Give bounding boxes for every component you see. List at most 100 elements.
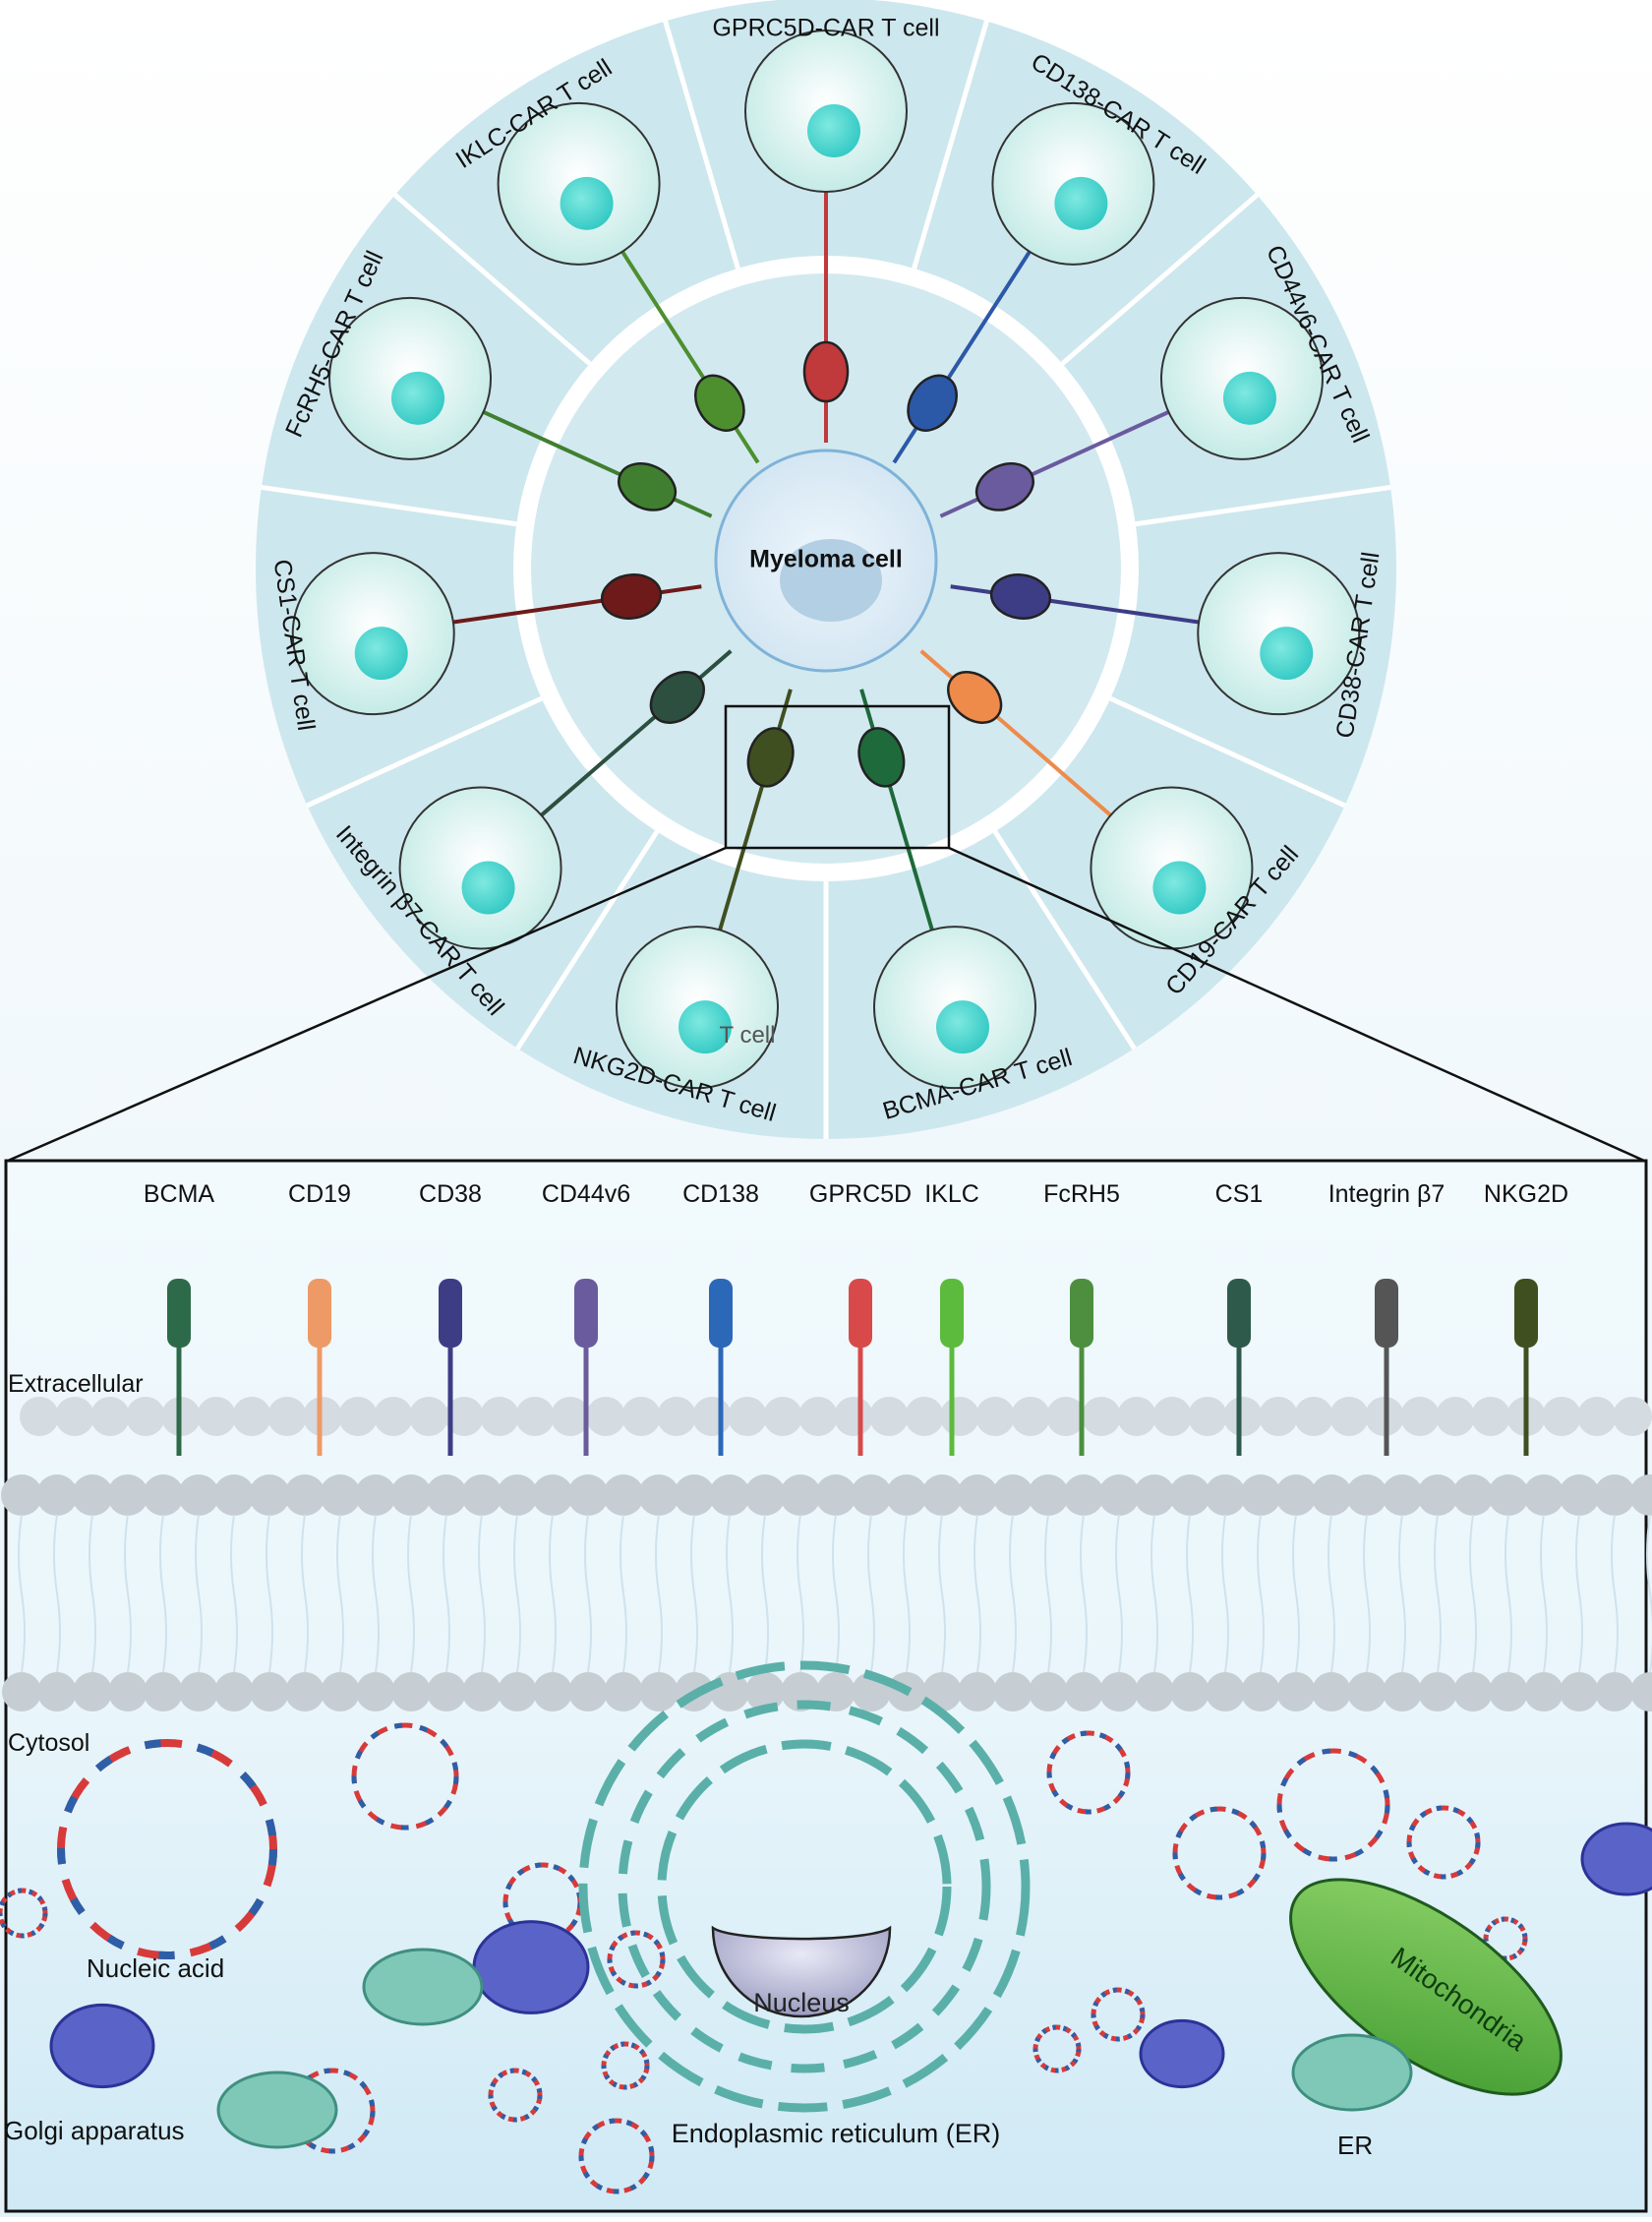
lipid-head bbox=[798, 1397, 838, 1436]
lipid-head bbox=[374, 1397, 413, 1436]
receptor-label: CD19 bbox=[288, 1180, 351, 1208]
receptor: GPRC5D bbox=[809, 1180, 912, 1456]
lipid-head bbox=[603, 1474, 644, 1516]
extracellular-label: Extracellular bbox=[8, 1370, 144, 1398]
cytosol-organelles bbox=[0, 1660, 1652, 2194]
lipid-head bbox=[1294, 1397, 1333, 1436]
golgi-apparatus bbox=[49, 2003, 155, 2089]
t-cell-nucleus bbox=[678, 1000, 732, 1054]
lipid-head bbox=[992, 1474, 1033, 1516]
lipid-head bbox=[355, 1474, 396, 1516]
lipid-head bbox=[728, 1397, 767, 1436]
dna-ring bbox=[1046, 1730, 1131, 1815]
er-short-label: ER bbox=[1337, 2131, 1373, 2160]
receptor-domain bbox=[439, 1279, 462, 1348]
t-cell-nucleus bbox=[1260, 627, 1314, 681]
lipid-tail bbox=[867, 1514, 875, 1673]
lipid-head bbox=[1418, 1672, 1457, 1712]
lipid-head bbox=[975, 1397, 1015, 1436]
lipid-tail bbox=[1646, 1514, 1652, 1673]
lipid-head bbox=[1135, 1672, 1174, 1712]
golgi-apparatus bbox=[472, 1920, 590, 2014]
lipid-tail bbox=[372, 1514, 380, 1673]
dna-ring bbox=[0, 1888, 48, 1939]
antigen-glyph bbox=[974, 462, 1034, 511]
lipid-head bbox=[213, 1474, 255, 1516]
lipid-head bbox=[143, 1474, 184, 1516]
zoom-box bbox=[724, 704, 951, 850]
lipid-head bbox=[1063, 1474, 1104, 1516]
lipid-head bbox=[1559, 1474, 1600, 1516]
zoom-lines bbox=[7, 704, 1645, 1163]
lipid-head bbox=[604, 1672, 643, 1712]
t-cell-nucleus bbox=[936, 1000, 990, 1054]
antigen-glyph bbox=[746, 727, 795, 788]
lipid-head bbox=[940, 1397, 979, 1436]
lipid-tail bbox=[1328, 1514, 1335, 1673]
lipid-tail bbox=[1398, 1514, 1406, 1673]
lipid-head bbox=[957, 1474, 998, 1516]
receptor-label: FcRH5 bbox=[1043, 1180, 1120, 1208]
car-t-segment: Integrin β7-CAR T cell bbox=[330, 649, 733, 1021]
car-t-segment: CD38-CAR T cell bbox=[950, 550, 1385, 740]
er-label: Endoplasmic reticulum (ER) bbox=[672, 2119, 1001, 2148]
lipid-tail bbox=[549, 1514, 557, 1673]
lipid-head bbox=[338, 1397, 378, 1436]
lipid-tail bbox=[442, 1514, 450, 1673]
dna-strand-blue bbox=[488, 2068, 543, 2123]
lipid-head bbox=[568, 1672, 608, 1712]
receptor-domain bbox=[709, 1279, 733, 1348]
lipid-tail bbox=[690, 1514, 698, 1673]
lipid-tail bbox=[1504, 1514, 1512, 1673]
receptor: CS1 bbox=[1215, 1180, 1263, 1456]
dna-ring bbox=[488, 2068, 543, 2123]
dna-strand-blue bbox=[57, 1739, 277, 1959]
lipid-head bbox=[1188, 1397, 1227, 1436]
lipid-tail bbox=[266, 1514, 273, 1673]
lipid-head bbox=[1205, 1474, 1246, 1516]
lipid-head bbox=[144, 1672, 183, 1712]
lipid-head bbox=[284, 1474, 325, 1516]
lipid-head bbox=[905, 1397, 944, 1436]
golgi-label: Golgi apparatus bbox=[4, 2116, 185, 2145]
lipid-head bbox=[2, 1672, 41, 1712]
lipid-head bbox=[1099, 1672, 1139, 1712]
receptor-label: BCMA bbox=[144, 1180, 215, 1208]
lipid-head bbox=[886, 1474, 927, 1516]
lipid-head bbox=[108, 1672, 148, 1712]
receptor-domain bbox=[849, 1279, 872, 1348]
lipid-tail bbox=[796, 1514, 804, 1673]
wheel-divider bbox=[1109, 695, 1346, 809]
lipid-tail bbox=[938, 1514, 946, 1673]
lipid-head bbox=[1169, 1474, 1210, 1516]
receptor: FcRH5 bbox=[1043, 1180, 1120, 1456]
lipid-tail bbox=[1469, 1514, 1477, 1673]
wheel-divider bbox=[306, 695, 543, 809]
lipid-head bbox=[1275, 1474, 1317, 1516]
lipid-head bbox=[1347, 1672, 1386, 1712]
wheel-divider bbox=[1135, 484, 1391, 527]
lipid-head bbox=[1152, 1397, 1192, 1436]
receptor-domain bbox=[308, 1279, 331, 1348]
car-t-segment: IKLC-CAR T cell bbox=[451, 54, 760, 464]
lipid-head bbox=[709, 1474, 750, 1516]
golgi-apparatus bbox=[1580, 1822, 1652, 1896]
lipid-head bbox=[1276, 1672, 1316, 1712]
wheel-divider bbox=[393, 193, 592, 366]
lipid-head bbox=[409, 1397, 448, 1436]
lipid-head bbox=[480, 1397, 519, 1436]
nucleus-label: Nucleus bbox=[753, 1988, 850, 2017]
lipid-head bbox=[1170, 1672, 1210, 1712]
dna-ring bbox=[1406, 1805, 1481, 1880]
lipid-head bbox=[1613, 1397, 1652, 1436]
lipid-head bbox=[356, 1672, 395, 1712]
receptor-domain bbox=[167, 1279, 191, 1348]
car-t-segment: GPRC5D-CAR T cell bbox=[712, 15, 940, 443]
antigen-glyph bbox=[618, 462, 678, 511]
receptor: CD38 bbox=[419, 1180, 482, 1456]
wheel-divider bbox=[992, 830, 1137, 1051]
dna-ring bbox=[578, 2118, 655, 2194]
t-cell-nucleus bbox=[1152, 861, 1207, 915]
